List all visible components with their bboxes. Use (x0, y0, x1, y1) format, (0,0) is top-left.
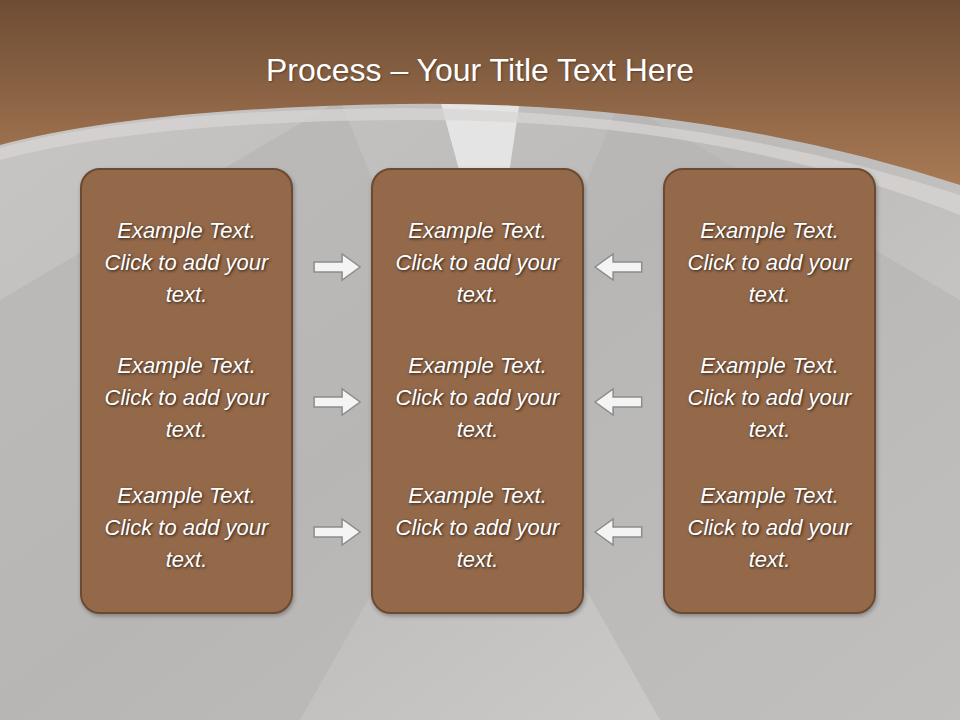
box-text: Example Text. Click to add your text. (393, 350, 563, 446)
box-text: Example Text. Click to add your text. (393, 215, 563, 311)
box-text: Example Text. Click to add your text. (102, 350, 272, 446)
process-box: Example Text. Click to add your text. Exa… (663, 168, 876, 614)
block-arrow (314, 519, 360, 545)
block-arrow (595, 254, 642, 280)
header-bar (0, 0, 960, 185)
process-box: Example Text. Click to add your text. Exa… (80, 168, 293, 614)
box-text: Example Text. Click to add your text. (685, 215, 855, 311)
block-arrow (314, 254, 360, 280)
block-arrow (595, 519, 642, 545)
box-text: Example Text. Click to add your text. (393, 480, 563, 576)
block-arrow (314, 389, 360, 415)
block-arrow (595, 389, 642, 415)
box-text: Example Text. Click to add your text. (102, 215, 272, 311)
box-text: Example Text. Click to add your text. (102, 480, 272, 576)
slide-title: Process – Your Title Text Here (0, 52, 960, 89)
box-text: Example Text. Click to add your text. (685, 350, 855, 446)
box-text: Example Text. Click to add your text. (685, 480, 855, 576)
process-box: Example Text. Click to add your text. Exa… (371, 168, 584, 614)
